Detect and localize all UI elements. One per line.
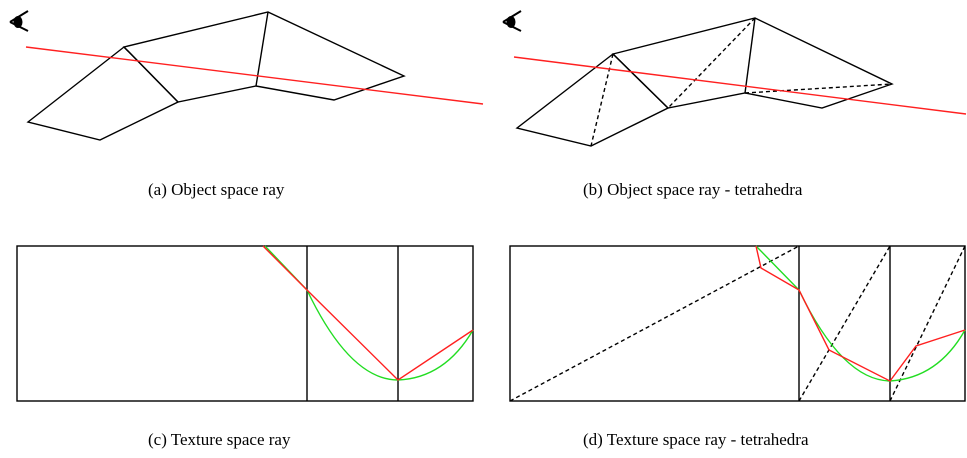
- true-curved-ray: [755, 245, 966, 382]
- tetra-diagonal-2: [798, 245, 891, 402]
- caption-a: (a) Object space ray: [148, 180, 285, 199]
- caption-b: (b) Object space ray - tetrahedra: [583, 180, 803, 199]
- caption-d: (d) Texture space ray - tetrahedra: [583, 430, 809, 449]
- tetra-diagonal-1: [509, 245, 800, 402]
- mesh-inner-edge: [255, 11, 269, 87]
- view-ray: [25, 46, 484, 105]
- piecewise-linear-ray: [262, 245, 474, 381]
- mesh-left-cell: [26, 46, 180, 141]
- tetra-split-3: [744, 83, 893, 94]
- panel-a-object-space-ray: [9, 10, 484, 141]
- tetra-split-2: [667, 17, 756, 109]
- tetra-diagonal-3: [889, 245, 966, 402]
- panel-d-texture-space-ray-tetrahedra: [509, 245, 966, 402]
- true-curved-ray: [264, 245, 474, 381]
- mesh-inner-edge: [744, 17, 756, 94]
- view-ray: [513, 56, 967, 115]
- caption-c: (c) Texture space ray: [148, 430, 291, 449]
- texture-domain: [509, 245, 966, 402]
- piecewise-linear-ray: [755, 245, 966, 382]
- texture-domain: [16, 245, 474, 402]
- panel-c-texture-space-ray: [16, 245, 474, 402]
- eye-icon: [9, 10, 29, 32]
- panel-b-object-space-ray-tetrahedra: [502, 10, 967, 147]
- eye-icon: [502, 10, 522, 32]
- mesh-left-cell: [515, 53, 670, 147]
